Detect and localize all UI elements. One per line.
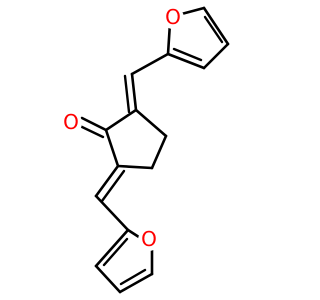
bond-top-furan-c4-c3 xyxy=(202,42,230,70)
atom-labels: O O O xyxy=(60,5,184,251)
bond-bottom-furan-c3-c2 xyxy=(94,228,130,268)
carbonyl-oxygen-label: O xyxy=(63,110,79,134)
bond-top-furan-c5-c4-inner xyxy=(203,15,224,44)
bond-carbonyl-a xyxy=(80,116,108,132)
bonds xyxy=(78,6,230,294)
bond-bottom-exo-double-a xyxy=(94,164,120,198)
bond-top-ch-furan xyxy=(130,52,170,76)
bond-top-furan-c3-c2-inner xyxy=(172,47,203,62)
bond-ring-c5-c1 xyxy=(104,128,120,168)
furan-top-oxygen-label: O xyxy=(165,5,181,29)
bond-bottom-exo-double-b xyxy=(100,169,126,203)
chemical-structure: O O O xyxy=(60,5,230,294)
furan-top-oxygen: O xyxy=(162,5,184,29)
bond-carbonyl-b xyxy=(78,124,105,139)
furan-bottom-oxygen-label: O xyxy=(141,227,157,251)
furan-bottom-oxygen: O xyxy=(138,227,160,251)
bond-bottom-furan-c5-c4 xyxy=(118,272,154,294)
carbonyl-oxygen: O xyxy=(60,110,82,134)
bond-bottom-furan-c4-c3 xyxy=(94,264,122,294)
bond-ring-c1-c2 xyxy=(104,108,138,132)
bond-top-exo-double-a xyxy=(130,72,138,112)
bond-ring-c4-c5 xyxy=(116,164,154,170)
bond-top-furan-c3-c2 xyxy=(166,52,206,70)
bond-bottom-furan-c5-c4-inner xyxy=(119,268,147,286)
bond-ring-c3-c4 xyxy=(150,134,168,170)
bond-bottom-furan-c3-c2-inner xyxy=(102,237,129,267)
bond-ring-c2-c3 xyxy=(134,108,168,138)
bond-top-exo-double-b xyxy=(123,74,131,114)
bond-bottom-ch-furan xyxy=(94,194,130,232)
bond-top-furan-c5-c4 xyxy=(202,6,230,46)
